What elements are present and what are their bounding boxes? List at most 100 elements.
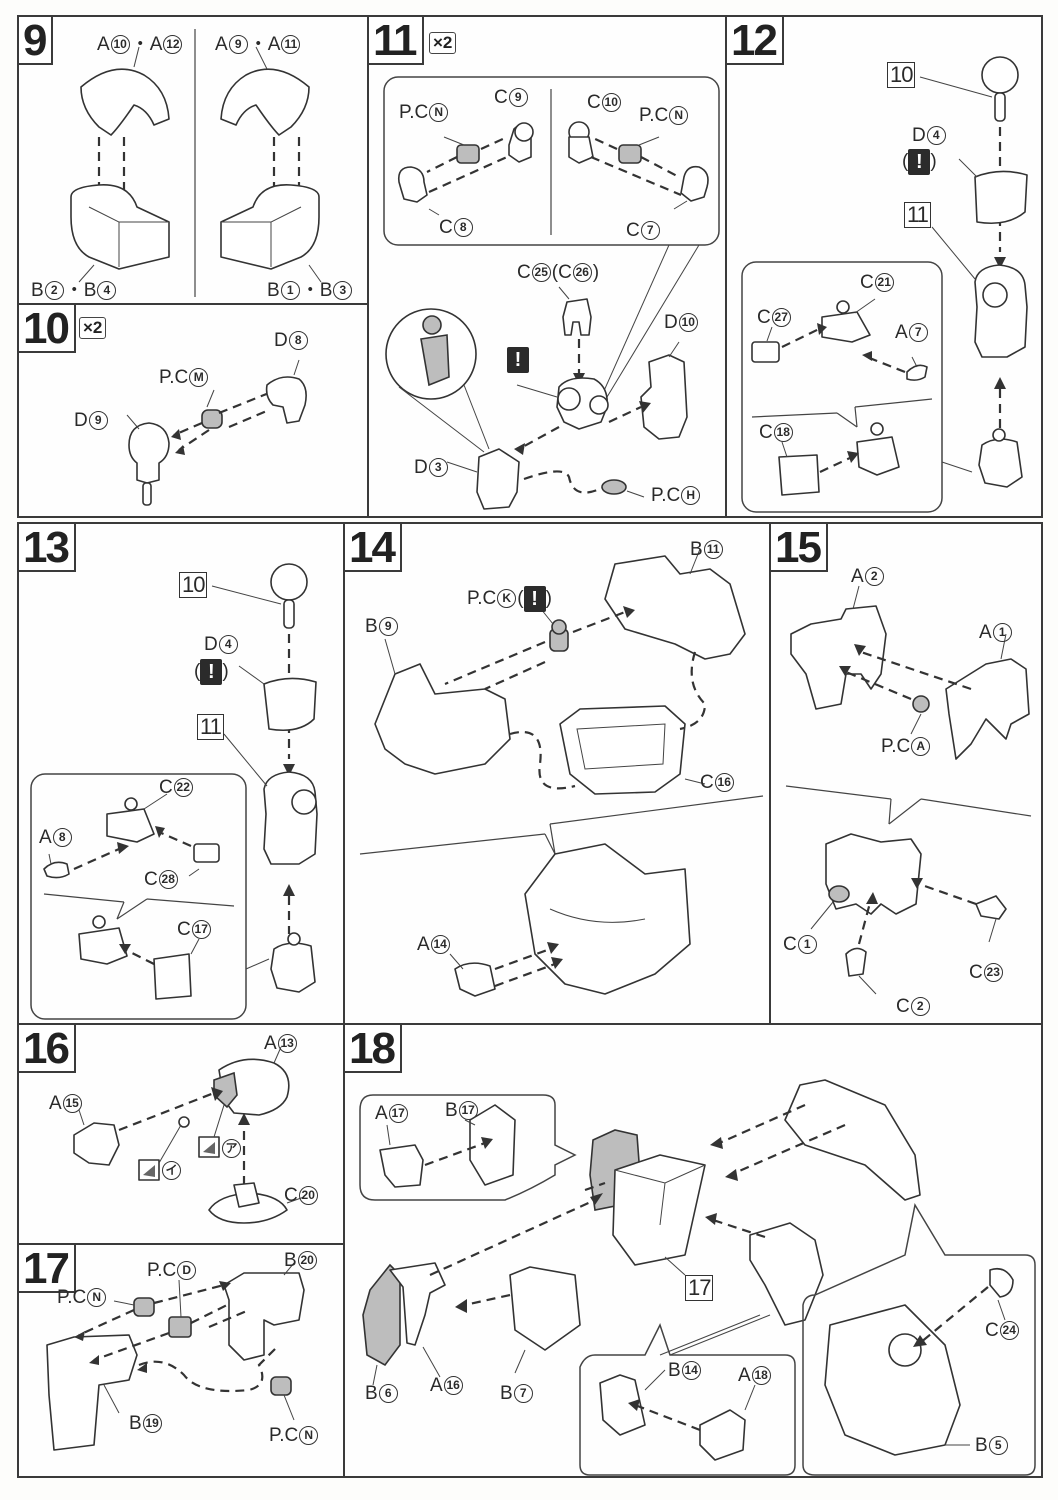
step-11-panel: 11 ×2 <box>367 15 727 518</box>
step-number: 11 <box>369 17 424 65</box>
part-d9 <box>128 422 170 484</box>
subassembly-box <box>30 773 247 1020</box>
part-b20 <box>223 1272 305 1361</box>
part-pcn-bottom <box>270 1376 292 1396</box>
part-a2 <box>790 605 887 710</box>
part-d10 <box>640 354 688 440</box>
part-c25 <box>562 298 592 336</box>
part-pcn-top <box>133 1297 155 1317</box>
part-b9 <box>374 663 511 775</box>
step-15-diagram <box>785 585 1032 995</box>
part-assembly-11 <box>263 771 318 865</box>
part-b11 <box>604 555 746 660</box>
part-a1 <box>945 658 1030 760</box>
part-torso <box>270 942 316 993</box>
part-assembly-17 <box>612 1154 706 1266</box>
part-c22 <box>106 808 155 843</box>
step-13-panel: 13 10 <box>17 522 345 1025</box>
part-c18 <box>778 454 820 496</box>
step-16-diagram <box>73 1046 305 1224</box>
part-c7 <box>680 165 709 202</box>
subassembly-box-right <box>802 1202 1036 1476</box>
step-18-diagram <box>359 1079 1036 1476</box>
caution-mark: (!) <box>194 659 229 685</box>
part-a13 <box>218 1058 290 1116</box>
step-number: 9 <box>19 17 54 65</box>
part-a7 <box>906 364 928 381</box>
step-12-panel: 12 <box>725 15 1043 518</box>
part-b14 <box>599 1374 646 1436</box>
step-13-diagram <box>30 563 318 1020</box>
label-sticker-i: イ <box>161 1160 182 1182</box>
part-b1 <box>220 184 320 270</box>
part-c17 <box>153 953 192 1000</box>
part-pch <box>601 479 627 495</box>
part-pcn <box>456 144 480 164</box>
ref-step-10: 10 <box>179 572 208 598</box>
part-c21 <box>821 311 871 343</box>
part-head <box>270 563 308 601</box>
part-b7 <box>509 1266 581 1351</box>
part-torso <box>978 438 1023 488</box>
ref-step-11: 11 <box>904 202 931 228</box>
step-number: 15 <box>771 524 828 572</box>
step-number: 14 <box>345 524 402 572</box>
ref-step-17: 17 <box>685 1275 714 1301</box>
part-a9 <box>220 68 310 136</box>
step-number: 12 <box>727 17 784 65</box>
part-pcm <box>201 409 223 429</box>
part-shoulder-armor <box>784 1079 921 1201</box>
part-b19 <box>46 1334 138 1451</box>
part-d8 <box>265 376 307 424</box>
part-a14 <box>454 962 496 997</box>
step-11-diagram <box>383 76 720 510</box>
part-head <box>981 56 1019 94</box>
caution-mark: (!) <box>902 149 937 175</box>
step-number: 16 <box>19 1025 76 1073</box>
part-b17 <box>469 1104 516 1186</box>
part-a18 <box>699 1409 746 1461</box>
part-c28 <box>193 843 220 863</box>
step-number: 17 <box>19 1245 76 1293</box>
part-a10 <box>80 68 170 136</box>
